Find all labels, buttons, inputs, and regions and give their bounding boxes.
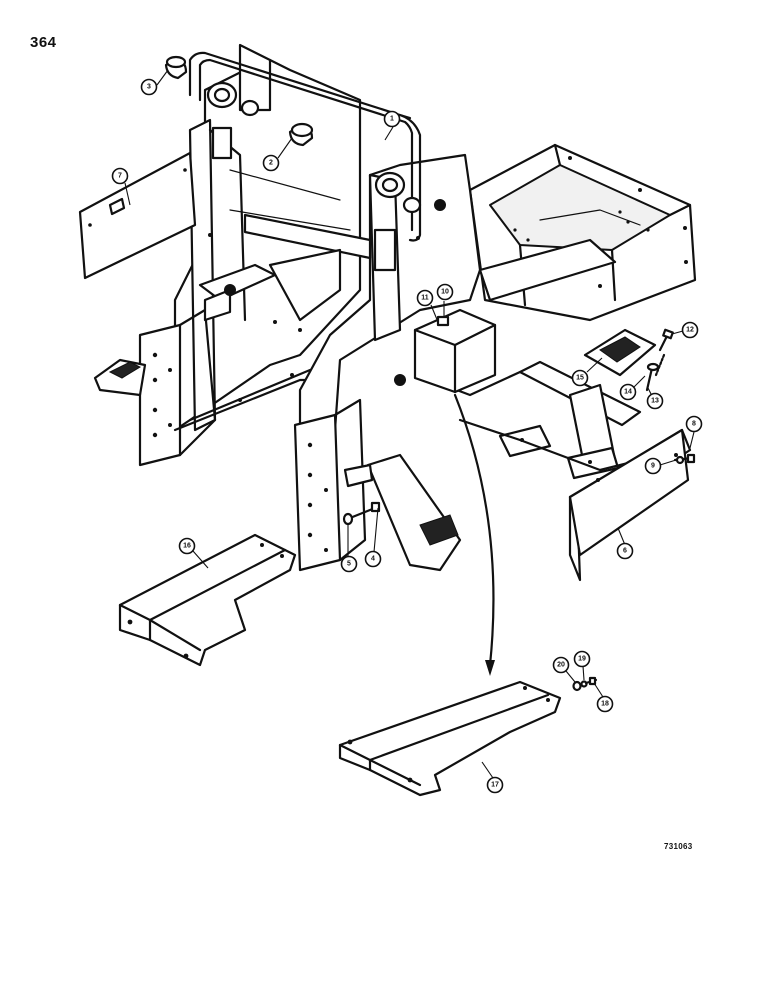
callout-11: 11 bbox=[416, 289, 434, 307]
roll-bar bbox=[188, 51, 422, 242]
callout-15-label: 15 bbox=[576, 375, 584, 382]
bolt-washer-8-9 bbox=[673, 453, 696, 465]
part-3-bushing bbox=[164, 55, 188, 80]
callout-13-label: 13 bbox=[651, 398, 659, 405]
rear-frame-box bbox=[468, 143, 697, 322]
callout-19: 19 bbox=[573, 650, 591, 668]
part-7-left-cover bbox=[78, 151, 197, 280]
left-side-frame bbox=[93, 43, 362, 467]
part-2-bushing bbox=[288, 122, 314, 147]
callout-8-label: 8 bbox=[692, 421, 696, 428]
callout-16-label: 16 bbox=[183, 543, 191, 550]
callout-17: 17 bbox=[486, 776, 504, 794]
bolt-washer-4-5 bbox=[342, 501, 381, 526]
callout-20: 20 bbox=[552, 656, 570, 674]
part-16-left-floor-plate bbox=[118, 533, 297, 667]
callout-7-label: 7 bbox=[118, 173, 122, 180]
callout-3: 3 bbox=[140, 78, 158, 96]
callout-20-label: 20 bbox=[557, 662, 565, 669]
callout-3-label: 3 bbox=[147, 84, 151, 91]
callout-18: 18 bbox=[596, 695, 614, 713]
callout-14: 14 bbox=[619, 383, 637, 401]
callout-11-label: 11 bbox=[421, 295, 429, 302]
assembly-arrow bbox=[453, 393, 495, 676]
page-number: 364 bbox=[30, 34, 57, 51]
right-side-frame bbox=[243, 153, 482, 572]
callout-18-label: 18 bbox=[601, 701, 609, 708]
callout-16: 16 bbox=[178, 537, 196, 555]
part-11-box bbox=[413, 308, 497, 394]
bolts-12-13-14 bbox=[645, 328, 674, 392]
callout-10-label: 10 bbox=[441, 289, 449, 296]
part-17-right-floor-plate bbox=[338, 680, 562, 797]
callout-1: 1 bbox=[383, 110, 401, 128]
callout-9: 9 bbox=[644, 457, 662, 475]
callout-15: 15 bbox=[571, 369, 589, 387]
callout-5-label: 5 bbox=[347, 561, 351, 568]
callout-14-label: 14 bbox=[624, 389, 632, 396]
callout-17-label: 17 bbox=[491, 782, 499, 789]
callout-13: 13 bbox=[646, 392, 664, 410]
callout-5: 5 bbox=[340, 555, 358, 573]
callout-19-label: 19 bbox=[578, 656, 586, 663]
part-15-mount-pad bbox=[583, 328, 657, 377]
callout-12: 12 bbox=[681, 321, 699, 339]
callout-2-label: 2 bbox=[269, 160, 273, 167]
callout-7: 7 bbox=[111, 167, 129, 185]
pivot-bushings bbox=[206, 81, 422, 214]
callout-6-label: 6 bbox=[623, 548, 627, 555]
callout-12-label: 12 bbox=[686, 327, 694, 334]
callout-1-label: 1 bbox=[390, 116, 394, 123]
callout-4: 4 bbox=[364, 550, 382, 568]
callout-2: 2 bbox=[262, 154, 280, 172]
hardware-18-19-20 bbox=[572, 676, 598, 692]
callout-9-label: 9 bbox=[651, 463, 655, 470]
leader-lines bbox=[124, 69, 695, 779]
callout-4-label: 4 bbox=[371, 556, 375, 563]
lower-crossmember bbox=[428, 360, 642, 480]
callout-10: 10 bbox=[436, 283, 454, 301]
drawing-id: 731063 bbox=[664, 842, 693, 851]
callout-8: 8 bbox=[685, 415, 703, 433]
callout-6: 6 bbox=[616, 542, 634, 560]
